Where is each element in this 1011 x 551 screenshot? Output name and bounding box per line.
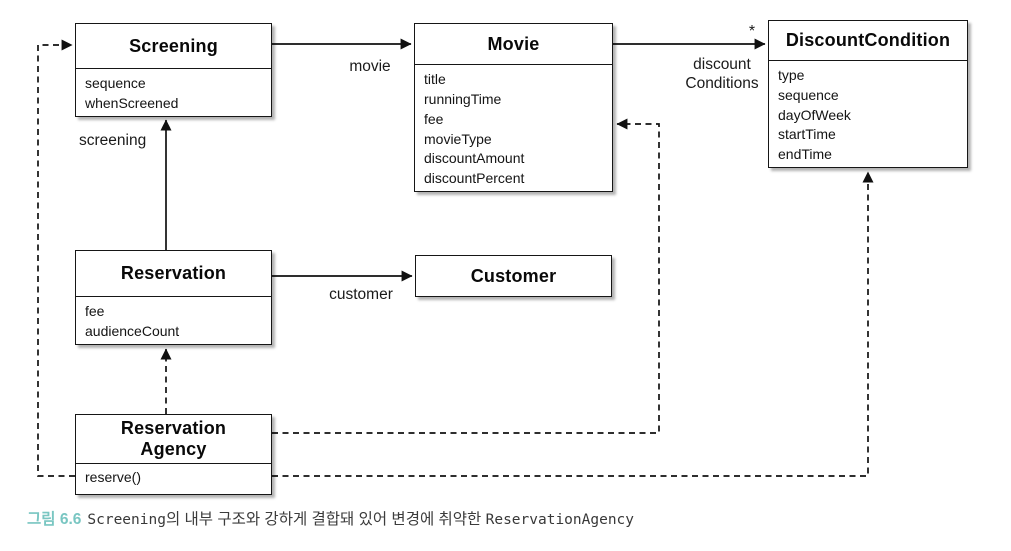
class-attributes-reservation: fee audienceCount [76, 297, 271, 344]
class-box-screening: Screening sequence whenScreened [75, 23, 272, 117]
attribute: discountAmount [424, 150, 525, 167]
class-name-line: Agency [140, 439, 207, 459]
class-name-reservation: Reservation [76, 251, 271, 297]
class-name-screening: Screening [76, 24, 271, 70]
edge-label-line: discount [693, 56, 751, 73]
operation: reserve() [85, 469, 142, 485]
attribute: fee [85, 303, 105, 319]
caption-text: 의 내부 구조와 강하게 결합돼 있어 변경에 취약한 [165, 511, 486, 528]
attribute: endTime [778, 146, 832, 163]
edge-label-movie: movie [349, 58, 391, 75]
edge-agency-discountcondition [272, 171, 874, 477]
attribute: whenScreened [85, 95, 179, 112]
edge-label-customer: customer [329, 286, 393, 303]
edge-label-line: Conditions [685, 75, 759, 92]
attribute: sequence [85, 75, 146, 92]
caption-code-screening: Screening [87, 512, 166, 528]
class-attributes-screening: sequence whenScreened [76, 69, 271, 116]
attribute: sequence [778, 86, 839, 103]
caption-code-reservation-agency: ReservationAgency [485, 512, 635, 528]
attribute: startTime [778, 126, 836, 143]
edge-agency-screening [37, 39, 75, 477]
attribute: discountPercent [424, 170, 525, 187]
figure-caption: 그림 6.6 Screening의 내부 구조와 강하게 결합돼 있어 변경에 취… [27, 507, 634, 529]
attribute: movieType [424, 130, 492, 147]
attribute: title [424, 71, 446, 88]
edge-label-screening: screening [79, 132, 147, 149]
class-operations-reservation-agency: reserve() [76, 464, 271, 494]
class-name-line: Reservation [120, 418, 227, 438]
attribute: runningTime [424, 91, 502, 108]
class-name-customer: Customer [470, 265, 557, 286]
class-box-movie: Movie title runningTime fee movieType di… [414, 23, 613, 192]
edge-label-discount-conditions: discount Conditions [647, 55, 797, 93]
class-name-reservation-agency: Reservation Agency [76, 415, 271, 464]
multiplicity-star: * [748, 23, 756, 40]
attribute: dayOfWeek [778, 106, 851, 123]
class-box-customer: Customer [415, 255, 612, 297]
class-name-movie: Movie [415, 24, 612, 66]
class-name-discount-condition: DiscountCondition [769, 21, 967, 62]
attribute: type [778, 67, 805, 84]
class-box-reservation-agency: Reservation Agency reserve() [75, 414, 272, 495]
figure-number: 그림 6.6 [27, 511, 82, 528]
class-attributes-discount-condition: type sequence dayOfWeek startTime endTim… [769, 61, 967, 167]
attribute: fee [424, 110, 444, 127]
class-attributes-movie: title runningTime fee movieType discount… [415, 65, 612, 191]
class-box-reservation: Reservation fee audienceCount [75, 250, 272, 345]
class-box-discount-condition: DiscountCondition type sequence dayOfWee… [768, 20, 968, 168]
attribute: audienceCount [85, 322, 180, 339]
